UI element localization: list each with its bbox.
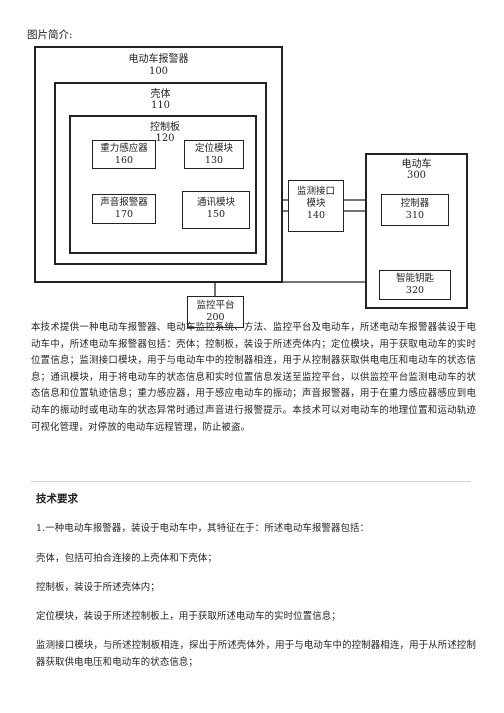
monitor-platform-num: 200 — [206, 312, 225, 323]
controller-name: 控制器 — [400, 198, 430, 209]
sound-alarm-box: 声音报警器 170 — [92, 194, 156, 224]
board-box — [69, 115, 257, 254]
board-name: 控制板 — [150, 122, 180, 133]
claim-line: 监测接口模块，与所述控制板相连，探出于所述壳体外，用于与电动车中的控制器相连，用… — [36, 640, 476, 668]
alarm-name: 电动车报警器 — [128, 54, 189, 65]
ev-name: 电动车 — [401, 159, 432, 170]
claim-line: 1.一种电动车报警器，装设于电动车中，其特征在于：所述电动车报警器包括： — [36, 523, 370, 534]
monitor-platform-name: 监控平台 — [196, 300, 235, 311]
controller-num: 310 — [405, 210, 425, 221]
monitor-platform-box: 监控平台 200 — [187, 296, 244, 328]
smart-key-box: 智能钥匙 320 — [379, 270, 451, 300]
sound-alarm-name: 声音报警器 — [100, 197, 148, 208]
alarm-num: 100 — [148, 66, 169, 77]
locate-module-name: 定位模块 — [194, 143, 233, 154]
claim-line: 壳体，包括可拍合连接的上壳体和下壳体； — [36, 553, 217, 564]
sound-alarm-num: 170 — [114, 209, 134, 220]
shell-num: 110 — [150, 100, 171, 111]
monitor-interface-name1: 监测接口 — [296, 186, 335, 197]
claim-line: 定位模块，装设于所述控制板上，用于获取所述电动车的实时位置信息； — [36, 611, 341, 622]
comm-module-num: 150 — [206, 209, 226, 220]
claims-heading: 技术要求 — [36, 493, 78, 505]
comm-module-name: 通讯模块 — [196, 197, 235, 208]
abstract-paragraph: 本技术提供一种电动车报警器、电动车监控系统、方法、监控平台及电动车，所述电动车报… — [31, 322, 476, 433]
comm-module-box: 通讯模块 150 — [182, 191, 250, 229]
shell-name: 壳体 — [150, 89, 171, 100]
gravity-sensor-box: 重力感应器 160 — [92, 140, 156, 169]
smart-key-num: 320 — [405, 285, 425, 296]
claim-line: 控制板，装设于所述壳体内； — [36, 582, 160, 593]
monitor-interface-name2: 模块 — [306, 198, 326, 209]
locate-module-num: 130 — [204, 155, 224, 166]
section-divider — [31, 481, 471, 482]
page-title: 图片简介: — [27, 29, 73, 41]
ev-num: 300 — [406, 170, 427, 181]
monitor-interface-num: 140 — [306, 210, 326, 221]
smart-key-name: 智能钥匙 — [395, 273, 434, 284]
locate-module-box: 定位模块 130 — [184, 140, 244, 169]
gravity-sensor-name: 重力感应器 — [100, 143, 148, 154]
controller-box: 控制器 310 — [381, 194, 449, 226]
board-num: 120 — [155, 133, 175, 144]
monitor-interface-box: 监测接口 模块 140 — [288, 180, 344, 232]
gravity-sensor-num: 160 — [114, 155, 134, 166]
